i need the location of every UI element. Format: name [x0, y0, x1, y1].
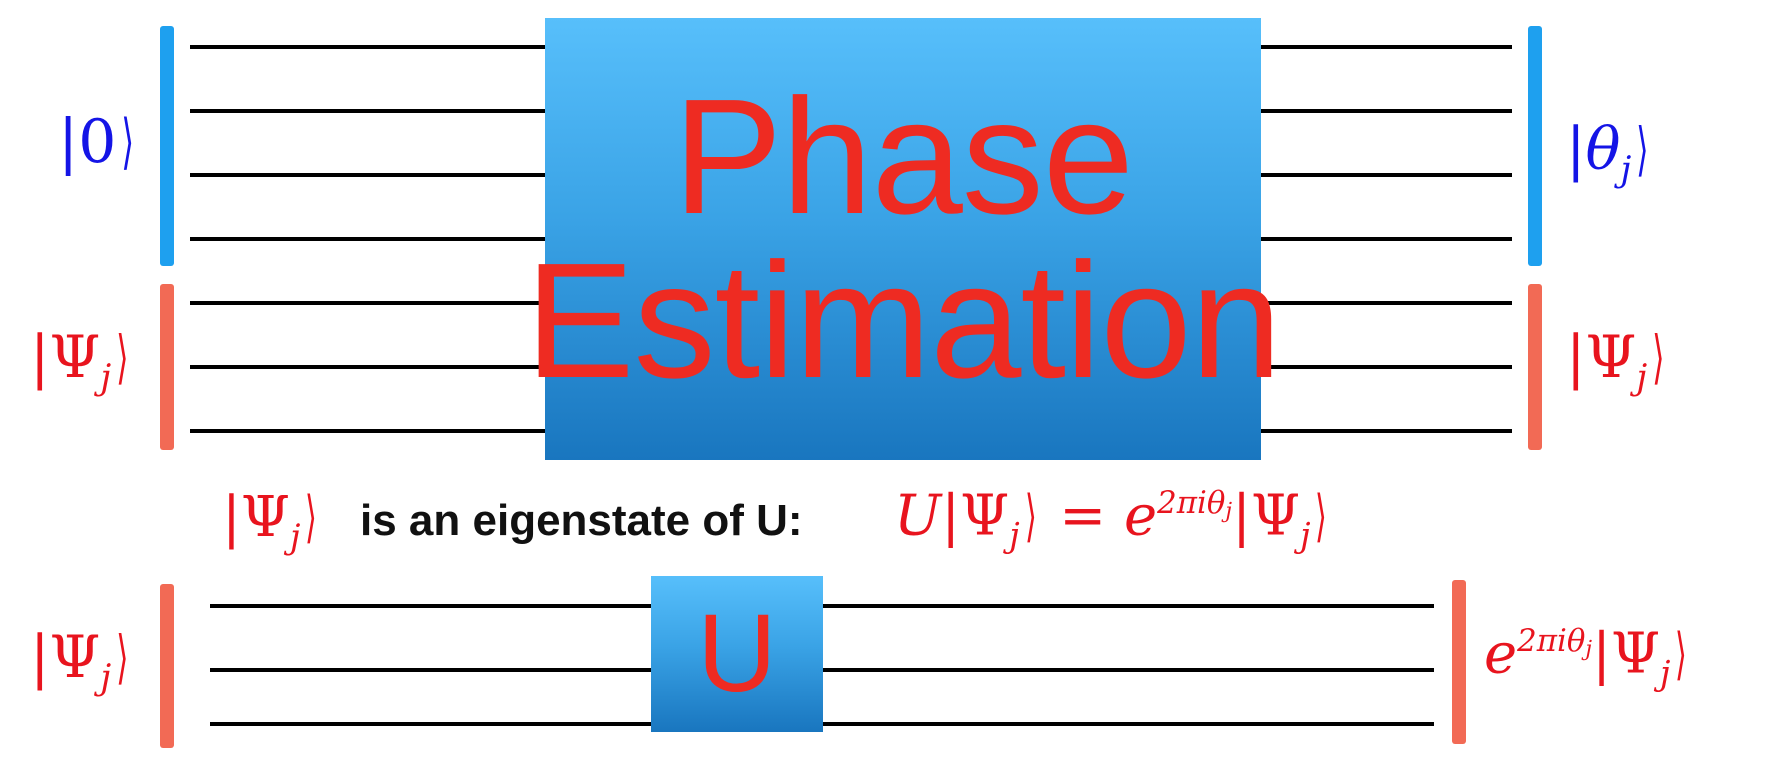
eigen-statement-text: is an eigenstate of U: [360, 496, 803, 545]
psi-subscript: j [289, 516, 301, 556]
psi-symbol: Ψ [49, 323, 101, 391]
exp-base: e [1484, 621, 1518, 687]
u-output-bracket [1452, 580, 1466, 744]
phase-estimation-line2: Estimation [525, 229, 1282, 412]
psi-symbol: Ψ [49, 623, 101, 691]
phase-estimation-line1: Phase [672, 65, 1134, 248]
theta-symbol: θ [1585, 115, 1621, 183]
psi-subscript: j [1009, 515, 1020, 555]
psi-subscript: j [1300, 515, 1311, 555]
psi-subscript: j [1636, 358, 1648, 399]
ket-psi-input-top: |Ψj⟩ [30, 323, 129, 399]
unitary-gate-label: U [697, 592, 777, 715]
ket-psi-input-bottom: |Ψj⟩ [30, 623, 129, 699]
exp-power: 2πiθj [1157, 485, 1233, 524]
exp-base: e [1124, 483, 1158, 549]
phase-estimation-gate: Phase Estimation [525, 18, 1282, 460]
psi-subscript: j [1660, 653, 1671, 693]
ket-psi-output-top: |Ψj⟩ [1566, 323, 1665, 399]
eigen-output-bracket [1528, 284, 1542, 450]
psi-subscript: j [100, 358, 112, 399]
psi-subscript: j [100, 658, 112, 699]
ket-theta-output: |θj⟩ [1566, 115, 1649, 191]
equals-sign: = [1059, 483, 1107, 549]
ket-zero-input: |0⟩ [58, 107, 135, 177]
psi-symbol: Ψ [1610, 621, 1661, 687]
psi-symbol: Ψ [1250, 483, 1301, 549]
psi-symbol: Ψ [960, 483, 1010, 549]
eigen-statement-ket: |Ψj⟩ [222, 485, 318, 556]
eigen-equation: U|Ψj⟩ = e2πiθj|Ψj⟩ [894, 483, 1328, 555]
ancilla-output-bracket [1528, 26, 1542, 266]
exp-power: 2πiθj [1517, 623, 1593, 662]
u-input-bracket [160, 584, 174, 748]
psi-symbol: Ψ [1585, 323, 1637, 391]
operator-u: U [894, 483, 942, 549]
theta-subscript: j [1620, 150, 1632, 191]
unitary-gate: U [651, 576, 823, 732]
ket-zero-value: 0 [78, 107, 117, 177]
psi-symbol: Ψ [240, 485, 290, 550]
phase-kickback-output: e2πiθj|Ψj⟩ [1484, 621, 1688, 693]
ancilla-input-bracket [160, 26, 174, 266]
eigen-input-bracket [160, 284, 174, 450]
